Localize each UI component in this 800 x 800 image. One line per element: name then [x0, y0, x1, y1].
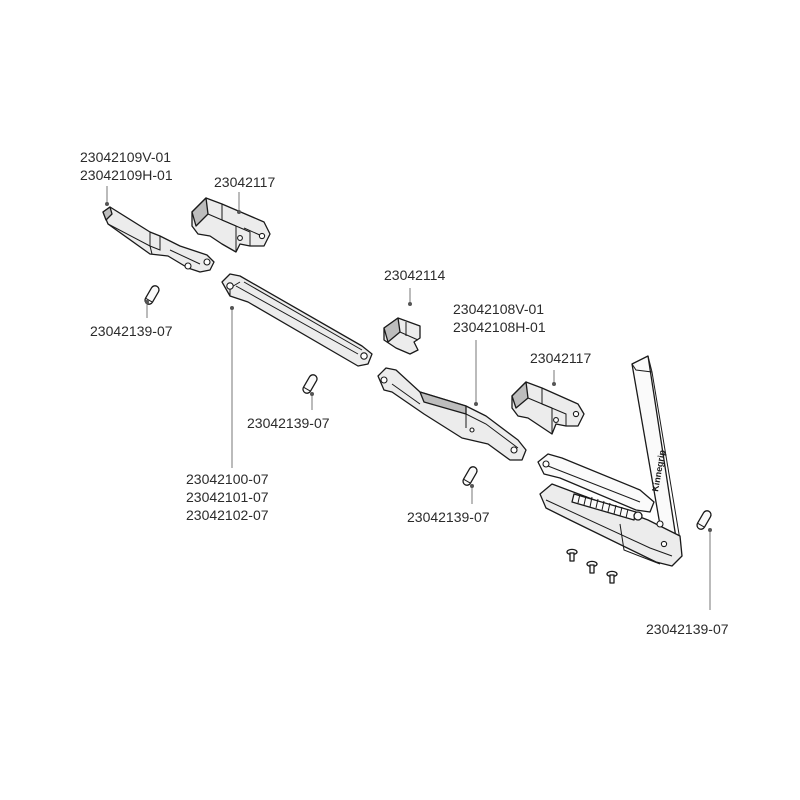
clip-left-part	[191, 197, 271, 253]
label-pin-1: 23042139-07	[90, 323, 173, 339]
label-long-rod-101: 23042101-07	[186, 489, 269, 505]
label-clip-small: 23042114	[384, 267, 445, 283]
screw-3	[606, 570, 618, 584]
label-pin-2: 23042139-07	[247, 415, 330, 431]
screw-1	[566, 548, 578, 562]
label-pin-3: 23042139-07	[407, 509, 490, 525]
middle-rod-part	[377, 367, 527, 461]
clip-right-part	[511, 381, 585, 435]
part-labels: 23042109V-01 23042109H-01 23042117 23042…	[80, 149, 729, 637]
front-rod-part	[102, 206, 215, 273]
label-long-rod-102: 23042102-07	[186, 507, 269, 523]
label-long-rod-100: 23042100-07	[186, 471, 269, 487]
leader-lines	[105, 186, 712, 610]
label-clip-right: 23042117	[530, 350, 591, 366]
label-front-rod-h: 23042109H-01	[80, 167, 173, 183]
pin-2-part	[302, 374, 318, 394]
screw-set-part	[566, 548, 618, 584]
base-assembly-part: Kinnegrip	[537, 355, 683, 567]
spring-part	[571, 493, 643, 521]
long-rod-part	[221, 273, 373, 367]
label-middle-rod-v: 23042108V-01	[453, 301, 544, 317]
label-front-rod-v: 23042109V-01	[80, 149, 171, 165]
label-pin-4: 23042139-07	[646, 621, 729, 637]
pin-3-part	[462, 466, 478, 486]
label-clip-left: 23042117	[214, 174, 275, 190]
label-middle-rod-h: 23042108H-01	[453, 319, 546, 335]
screw-2	[586, 560, 598, 574]
clip-small-part	[383, 317, 421, 355]
pin-4-part	[696, 510, 712, 530]
